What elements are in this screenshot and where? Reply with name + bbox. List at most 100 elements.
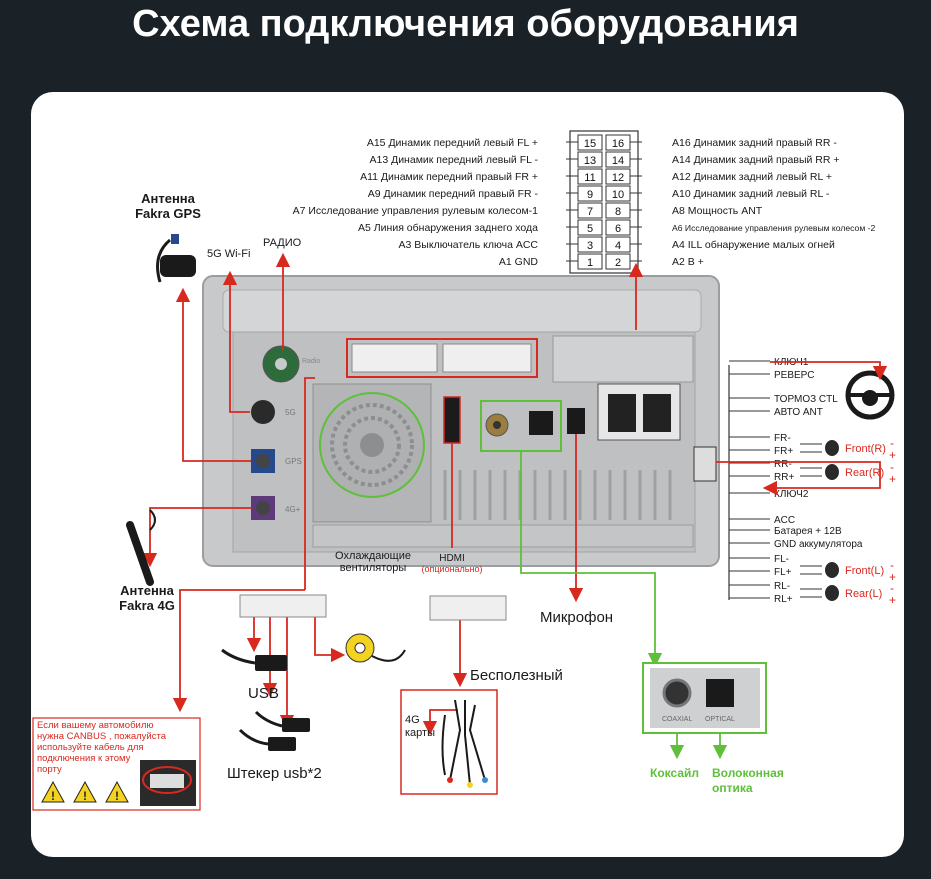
useless-label: Бесполезный	[470, 667, 563, 684]
wifi-port	[251, 400, 275, 424]
4g-antenna-icon	[126, 509, 156, 586]
harness-label: FR+	[774, 446, 793, 457]
speaker-label: Front(L)	[845, 565, 884, 577]
pin-right-label: A16 Динамик задний правый RR -	[672, 137, 837, 149]
unused-connector	[429, 595, 507, 621]
harness-label: RR-	[774, 459, 792, 470]
pin-left-label: A1 GND	[499, 256, 539, 268]
hdmi-label: HDMI	[439, 553, 465, 564]
pin-number: 7	[587, 206, 593, 218]
harness-label: FL-	[774, 554, 789, 565]
pin-number: 13	[584, 155, 596, 167]
optical-port-icon	[706, 679, 734, 707]
speaker-label: Rear(R)	[845, 467, 884, 479]
svg-text:!: !	[83, 789, 87, 803]
pin-left-label: A9 Динамик передний правый FR -	[368, 188, 539, 200]
harness-plug	[693, 446, 717, 482]
pin-left-label: A7 Исследование управления рулевым колес…	[293, 205, 539, 217]
harness-label: RL-	[774, 581, 790, 592]
harness-label: ТОРМОЗ CTL	[774, 394, 838, 405]
speaker-icon	[825, 562, 839, 578]
pin-number: 6	[615, 223, 621, 235]
canbus-note: Если вашему автомобилю нужна CANBUS , по…	[37, 720, 169, 775]
pin-right-label: A10 Динамик задний левый RL -	[672, 188, 830, 200]
wifi-line	[222, 270, 250, 413]
pin-number: 10	[612, 189, 624, 201]
usb-label: USB	[248, 685, 279, 702]
page-title: Схема подключения оборудования	[132, 3, 799, 45]
canbus-connector	[239, 594, 327, 618]
main-connector-frame	[346, 338, 538, 378]
radio-label: РАДИО	[263, 237, 302, 249]
pin-right-label: A14 Динамик задний правый RR +	[672, 154, 840, 166]
coaxial-label: Коксайл	[650, 766, 699, 780]
gps-antenna-icon	[156, 234, 196, 283]
4g-line	[142, 507, 251, 568]
speaker-label: Front(R)	[845, 443, 886, 455]
4g-card-box	[400, 689, 498, 795]
pin-number: 14	[612, 155, 624, 167]
pin-number: 5	[587, 223, 593, 235]
speaker-label: Rear(L)	[845, 588, 882, 600]
svg-text:!: !	[51, 789, 55, 803]
pin-number: 11	[584, 172, 595, 184]
optical-small-label: OPTICAL	[705, 716, 735, 723]
pin-left-label: A11 Динамик передний правый FR +	[360, 171, 538, 183]
speaker-icon	[825, 585, 839, 601]
pin-number: 12	[612, 172, 624, 184]
port-5g-label: 5G	[285, 408, 296, 417]
pin-right-label: A4 ILL обнаружение малых огней	[672, 239, 835, 251]
4g-cable-bundle-icon	[441, 699, 486, 786]
steering-wheel-icon	[845, 370, 895, 420]
wifi-label: 5G Wi-Fi	[207, 248, 250, 260]
harness-label: РЕВЕРС	[774, 370, 814, 381]
minus-sign: -	[890, 558, 894, 572]
pin-number: 4	[615, 240, 621, 252]
pin-number: 2	[615, 257, 621, 269]
harness-label: RL+	[774, 594, 793, 605]
coaxial-port-icon	[662, 678, 692, 708]
rca-plug-icon	[345, 633, 406, 663]
hdmi-port	[443, 396, 461, 444]
plus-sign: +	[889, 570, 896, 584]
harness-label: FR-	[774, 433, 791, 444]
speaker-icon	[825, 464, 839, 480]
pin-right-label: A6 Исследование управления рулевым колес…	[672, 223, 875, 233]
minus-sign: -	[890, 460, 894, 474]
harness-label: Батарея + 12В	[774, 526, 842, 537]
canbus-line	[304, 377, 315, 590]
pin-number: 9	[587, 189, 593, 201]
minus-sign: -	[890, 581, 894, 595]
usb-cable-icon	[221, 648, 287, 671]
harness-label: GND аккумулятора	[774, 539, 863, 550]
pin-number: 16	[612, 138, 624, 150]
pin-right-label: A8 Мощность ANT	[672, 205, 763, 217]
port-4g-label: 4G+	[285, 505, 301, 514]
pin-left-label: A3 Выключатель ключа ACC	[399, 239, 539, 251]
pin-left-label: A13 Динамик передний левый FL -	[369, 154, 538, 166]
speaker-icon	[825, 440, 839, 456]
plus-sign: +	[889, 472, 896, 486]
minus-sign: -	[890, 436, 894, 450]
harness-label: КЛЮЧ2	[774, 489, 809, 500]
hdmi-optional-label: (опционально)	[422, 564, 483, 574]
warning-icons: ! ! !	[41, 780, 129, 803]
harness-label: АВТО ANT	[774, 407, 823, 418]
pin-left-label: A5 Линия обнаружения заднего хода	[358, 222, 538, 234]
canbus-port-photo	[140, 760, 196, 806]
mic-port	[567, 408, 585, 434]
harness-label: ACC	[774, 515, 795, 526]
head-unit	[202, 275, 720, 567]
pin-number: 1	[587, 257, 593, 269]
port-gps-label: GPS	[285, 457, 302, 466]
plus-sign: +	[889, 593, 896, 607]
plus-sign: +	[889, 448, 896, 462]
pin-right-label: A2 B +	[672, 256, 704, 268]
